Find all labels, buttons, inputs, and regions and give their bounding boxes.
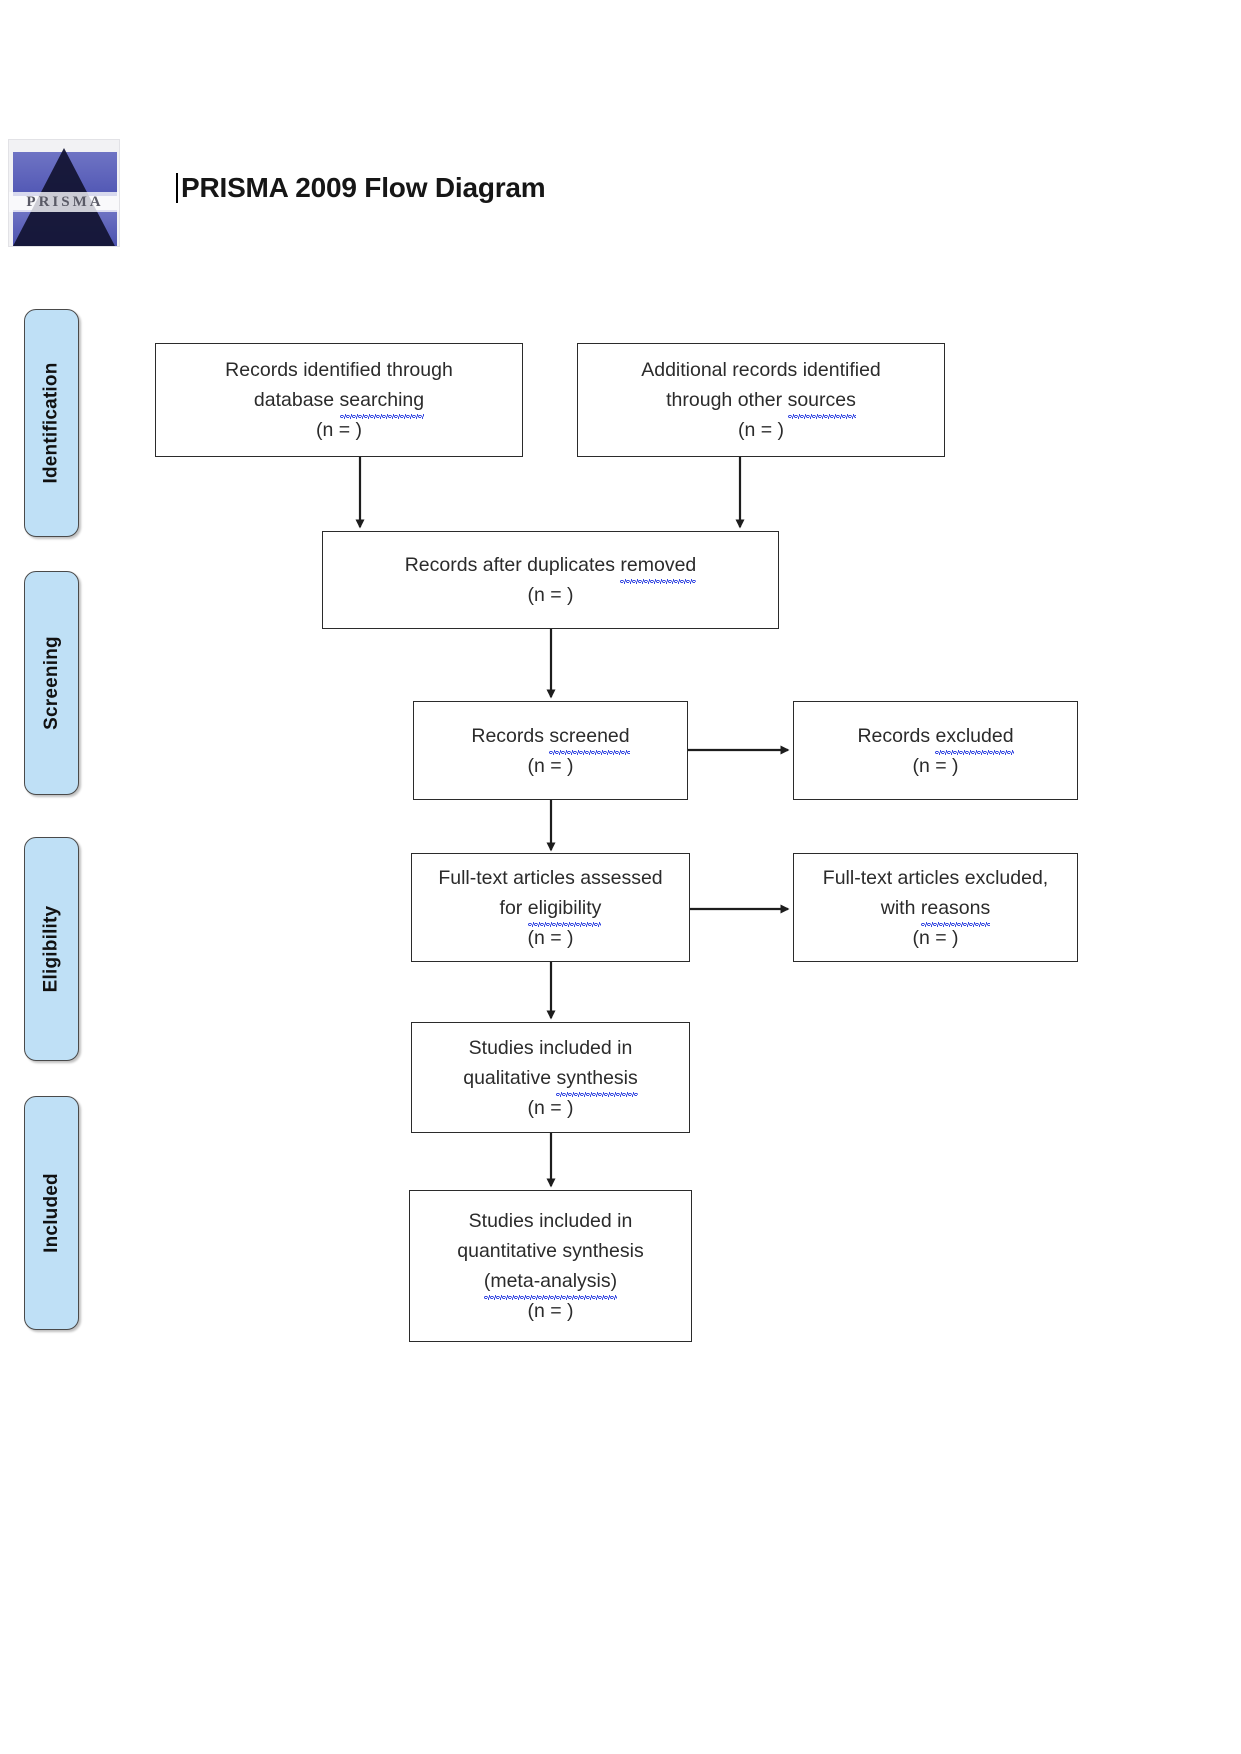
box-line-text: for <box>499 896 528 919</box>
box-line-text: Records <box>471 724 550 747</box>
box-line-text: qualitative <box>463 1066 557 1089</box>
box-count: (n = ) <box>912 926 959 949</box>
spellcheck-word: removed <box>620 550 696 584</box>
box-fulltext-articles-excluded: Full-text articles excluded, with reason… <box>793 853 1078 962</box>
box-line-text: Records <box>857 724 936 747</box>
box-additional-records-other-sources: Additional records identified through ot… <box>577 343 945 457</box>
stage-label-screening-text: Screening <box>40 636 62 730</box>
box-count: (n = ) <box>912 754 959 777</box>
spellcheck-word: (meta-analysis) <box>483 1266 618 1300</box>
box-line: Full-text articles assessed <box>438 866 663 889</box>
box-line: database searching <box>253 385 424 419</box>
box-line: through other sources <box>666 385 857 419</box>
box-count: (n = ) <box>527 754 574 777</box>
stage-label-included-text: Included <box>40 1173 62 1253</box>
box-line: qualitative synthesis <box>463 1063 639 1097</box>
box-line: (meta-analysis) <box>483 1266 618 1300</box>
box-count: (n = ) <box>527 584 574 606</box>
box-line: Studies included in <box>468 1210 633 1232</box>
box-count: (n = ) <box>527 1300 574 1322</box>
box-records-excluded: Records excluded (n = ) <box>793 701 1078 800</box>
box-line: Records after duplicates removed <box>404 550 696 584</box>
stage-label-eligibility-text: Eligibility <box>40 905 62 993</box>
box-line-text: with <box>880 896 921 919</box>
stage-label-screening: Screening <box>24 571 79 795</box>
box-count: (n = ) <box>527 1096 574 1119</box>
box-line: Full-text articles excluded, <box>822 866 1049 889</box>
spellcheck-word: eligibility <box>527 893 601 927</box>
box-records-identified-database: Records identified through database sear… <box>155 343 523 457</box>
stage-label-identification: Identification <box>24 309 79 537</box>
stage-label-eligibility: Eligibility <box>24 837 79 1061</box>
spellcheck-word: screened <box>549 721 630 755</box>
prisma-logo: PRISMA <box>8 139 120 247</box>
box-line: quantitative synthesis <box>457 1240 644 1262</box>
box-fulltext-articles-assessed: Full-text articles assessed for eligibil… <box>411 853 690 962</box>
page-title: PRISMA 2009 Flow Diagram <box>181 172 546 203</box>
stage-label-identification-text: Identification <box>40 362 62 484</box>
title-row: PRISMA 2009 Flow Diagram <box>176 172 546 204</box>
spellcheck-word: sources <box>787 385 857 419</box>
text-cursor-caret <box>176 173 178 203</box>
logo-wordmark-text: PRISMA <box>26 193 104 210</box>
box-line: Additional records identified <box>641 359 881 381</box>
box-line: with reasons <box>880 893 991 927</box>
box-studies-quantitative-synthesis: Studies included in quantitative synthes… <box>409 1190 692 1342</box>
spellcheck-word: searching <box>339 385 424 419</box>
box-count: (n = ) <box>315 419 363 441</box>
logo-wordmark-band: PRISMA <box>9 192 119 212</box>
spellcheck-word: excluded <box>935 721 1014 755</box>
spellcheck-word: synthesis <box>556 1063 639 1097</box>
box-records-screened: Records screened (n = ) <box>413 701 688 800</box>
box-line-text: database <box>253 389 340 411</box>
box-records-after-duplicates-removed: Records after duplicates removed (n = ) <box>322 531 779 629</box>
stage-label-included: Included <box>24 1096 79 1330</box>
box-line: for eligibility <box>499 893 601 927</box>
box-line-text: Records after duplicates <box>404 554 621 576</box>
box-line: Records excluded <box>857 721 1014 755</box>
box-line: Records identified through <box>225 359 453 381</box>
spellcheck-word: reasons <box>920 893 991 927</box>
box-count: (n = ) <box>737 419 785 441</box>
box-studies-qualitative-synthesis: Studies included in qualitative synthesi… <box>411 1022 690 1133</box>
box-line: Studies included in <box>468 1036 633 1059</box>
box-line: Records screened <box>471 721 630 755</box>
box-count: (n = ) <box>527 926 574 949</box>
box-line-text: through other <box>666 389 788 411</box>
